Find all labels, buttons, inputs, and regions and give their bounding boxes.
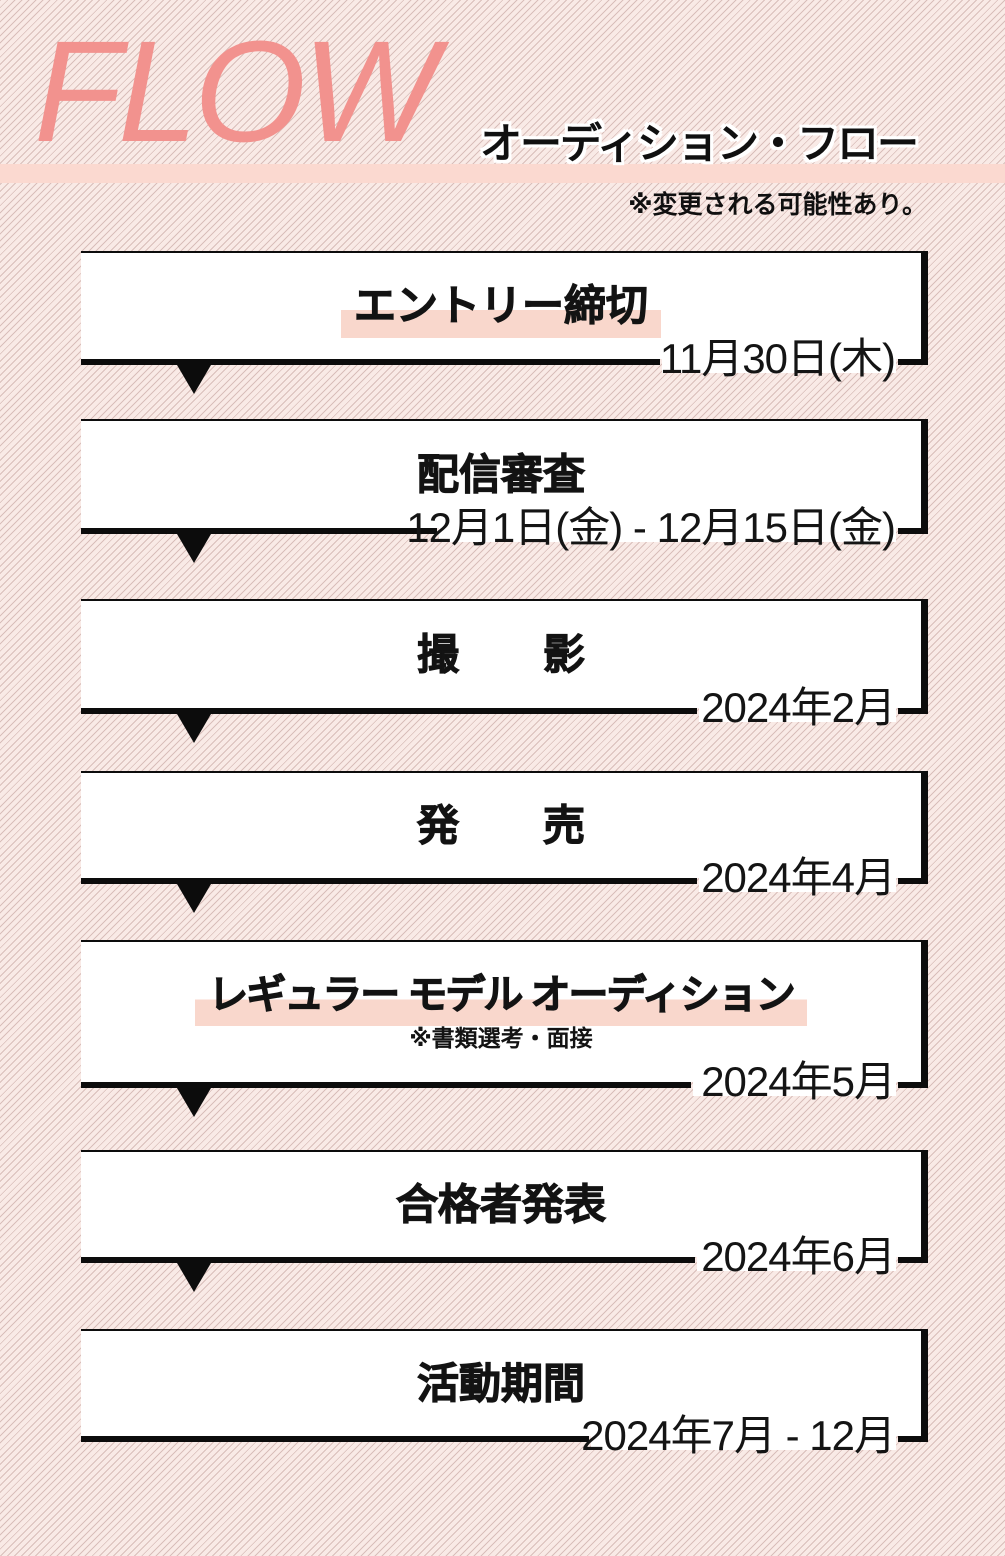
step-date: 12月1日(金) - 12月15日(金)	[406, 504, 896, 551]
step-subtitle: ※書類選考・面接	[409, 1024, 593, 1051]
down-arrow-icon	[177, 1263, 211, 1292]
down-arrow-icon	[177, 365, 211, 394]
step-title-text: 配信審査	[416, 450, 585, 498]
corner-line	[898, 1257, 928, 1263]
step-title: 活動期間	[404, 1362, 598, 1405]
date-backdrop	[697, 1255, 896, 1271]
date-backdrop	[662, 357, 896, 373]
timeline-line	[81, 1257, 695, 1263]
timeline-line	[81, 708, 697, 714]
step-date: 2024年2月	[701, 684, 896, 731]
step-title-text: 活動期間	[416, 1359, 585, 1407]
accent-band	[0, 164, 1005, 183]
down-arrow-icon	[177, 714, 211, 743]
timeline-line	[81, 1436, 589, 1442]
step-title: 発 売	[404, 804, 598, 847]
timeline-line	[81, 359, 660, 365]
timeline-line	[81, 528, 437, 534]
date-backdrop	[699, 876, 896, 892]
date-backdrop	[439, 526, 896, 542]
page-title: オーディション・フロー	[479, 120, 919, 167]
step-title-text: レギュラー モデル オーディション	[195, 972, 807, 1026]
flow-step-winners-announcement: 合格者発表 2024年6月	[81, 1150, 928, 1292]
date-backdrop	[699, 706, 896, 722]
flow-step-streaming-screening: 配信審査 12月1日(金) - 12月15日(金)	[81, 419, 928, 563]
step-title-text: 合格者発表	[395, 1180, 606, 1228]
flow-logo: FLOW	[34, 11, 438, 172]
corner-line	[898, 1082, 928, 1088]
step-date: 11月30日(木)	[659, 335, 896, 382]
step-date: 2024年6月	[701, 1233, 896, 1280]
step-title: 合格者発表	[383, 1183, 619, 1226]
corner-line	[898, 1436, 928, 1442]
step-date: 2024年7月 - 12月	[581, 1412, 896, 1459]
step-title-text: 発 売	[416, 801, 585, 849]
step-title: レギュラー モデル オーディション	[195, 972, 807, 1026]
corner-line	[898, 528, 928, 534]
corner-line	[898, 708, 928, 714]
flow-step-activity-period: 活動期間 2024年7月 - 12月	[81, 1329, 928, 1457]
timeline-line	[81, 1082, 691, 1088]
step-title: 配信審査	[404, 453, 598, 496]
step-title: エントリー締切	[340, 282, 661, 338]
down-arrow-icon	[177, 1088, 211, 1117]
flow-step-photo-shoot: 撮 影 2024年2月	[81, 599, 928, 743]
down-arrow-icon	[177, 534, 211, 563]
flow-step-entry-deadline: エントリー締切 11月30日(木)	[81, 251, 928, 394]
change-note: ※変更される可能性あり。	[628, 191, 927, 219]
step-date: 2024年5月	[701, 1058, 896, 1105]
timeline-line	[81, 878, 697, 884]
corner-line	[898, 359, 928, 365]
step-date: 2024年4月	[701, 854, 896, 901]
flow-step-release: 発 売 2024年4月	[81, 771, 928, 913]
date-backdrop	[591, 1434, 896, 1450]
corner-line	[898, 878, 928, 884]
step-title: 撮 影	[404, 633, 598, 676]
step-title-text: エントリー締切	[340, 282, 661, 338]
down-arrow-icon	[177, 884, 211, 913]
date-backdrop	[693, 1080, 896, 1096]
flow-step-regular-model-audition: レギュラー モデル オーディション ※書類選考・面接 2024年5月	[81, 940, 928, 1117]
step-title-text: 撮 影	[416, 630, 585, 678]
